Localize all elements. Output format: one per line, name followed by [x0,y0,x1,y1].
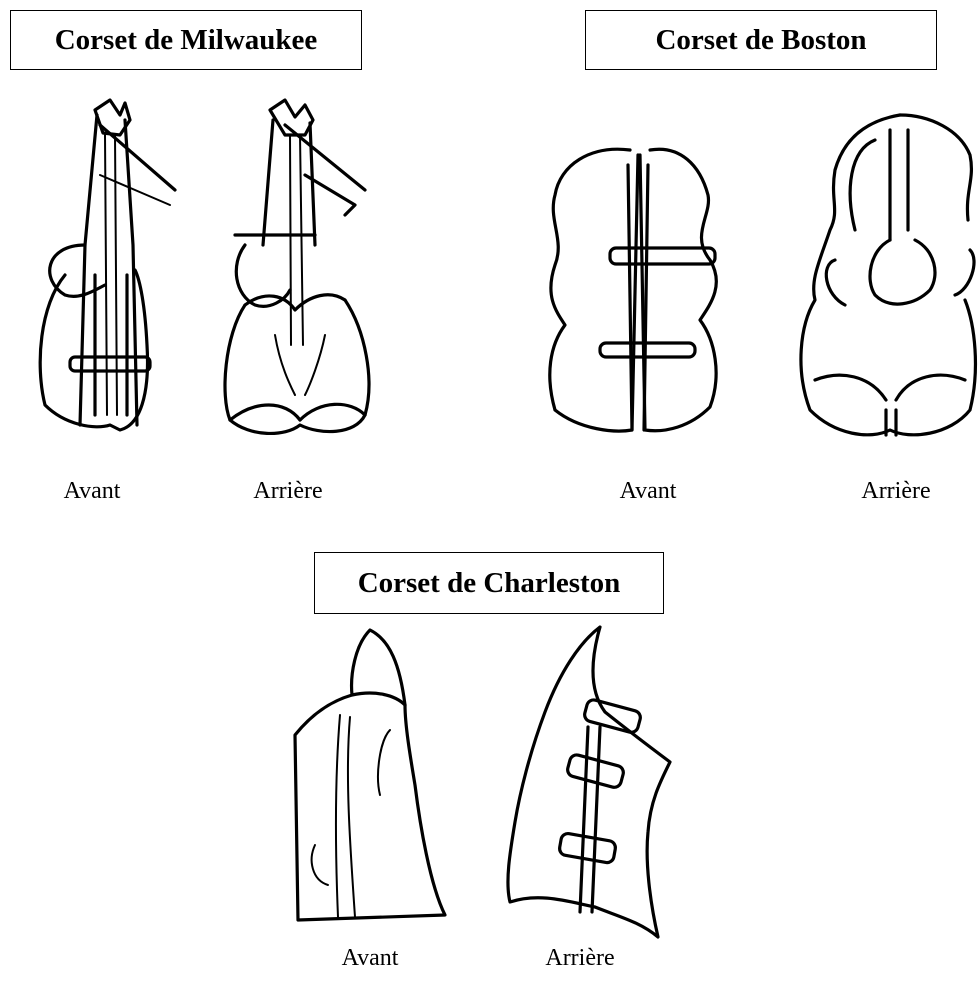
charleston-back-caption: Arrière [510,945,650,972]
milwaukee-title: Corset de Milwaukee [10,10,362,70]
charleston-back-drawing [500,622,680,942]
boston-back-drawing [790,110,980,445]
milwaukee-front-caption: Avant [22,478,162,505]
charleston-title: Corset de Charleston [314,552,664,614]
boston-back-caption: Arrière [826,478,966,505]
milwaukee-front-drawing [25,95,195,440]
boston-front-caption: Avant [578,478,718,505]
milwaukee-back-caption: Arrière [218,478,358,505]
milwaukee-back-drawing [215,95,385,440]
charleston-front-caption: Avant [300,945,440,972]
boston-title: Corset de Boston [585,10,937,70]
charleston-front-drawing [280,625,450,925]
boston-front-drawing [540,145,740,435]
